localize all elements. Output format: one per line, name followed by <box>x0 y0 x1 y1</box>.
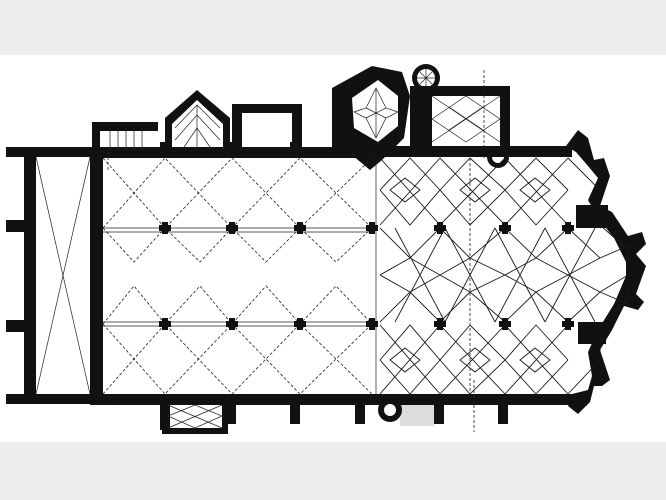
choir-south-net <box>379 324 569 395</box>
north-buttress-2 <box>226 142 236 158</box>
pier-core-7 <box>564 224 572 232</box>
south-aisle-vault-2 <box>102 323 373 395</box>
polygonal-chapel-walls <box>165 90 230 150</box>
pier-core-5 <box>436 224 444 232</box>
pier-core-3 <box>296 224 304 232</box>
choir-south-stars <box>389 347 551 373</box>
spiral-stair-steps <box>109 131 143 150</box>
apse-polygon-wall <box>566 130 646 414</box>
choir-vault <box>375 157 631 395</box>
south-buttress-3 <box>290 394 300 424</box>
pier-core-14 <box>564 320 572 328</box>
west-buttress-1 <box>6 220 28 232</box>
apse-north-pier <box>576 205 608 228</box>
porch-vault <box>167 404 223 429</box>
choir-north-net <box>379 157 569 226</box>
nave-vault-lower <box>102 285 373 325</box>
south-stair-core <box>384 404 396 416</box>
pier-core-6 <box>501 224 509 232</box>
south-porch <box>400 398 434 426</box>
south-buttress-2 <box>226 394 236 424</box>
vestry-east-wall <box>500 86 510 148</box>
choir-central-diamonds <box>379 257 629 293</box>
pier-core-8 <box>161 320 169 328</box>
star-vault-ribs <box>365 88 387 138</box>
choir-north-wall <box>372 146 572 157</box>
vestry-net-vault <box>431 95 501 143</box>
pier-core-4 <box>368 224 376 232</box>
pier-core-1 <box>161 224 169 232</box>
south-west-porch <box>162 404 228 434</box>
sacristy-north-wall <box>232 104 300 113</box>
west-buttress-2 <box>6 320 28 332</box>
choir-south-wall <box>380 394 575 405</box>
apse-south-pier <box>578 322 606 344</box>
pier-core-13 <box>501 320 509 328</box>
nave-south-wall <box>90 394 385 405</box>
north-aisle-vault-2 <box>102 157 373 229</box>
vestry-north-wall <box>410 86 510 96</box>
porch-east-wall <box>222 404 228 434</box>
narthex-south-wall <box>6 394 96 404</box>
north-chapels <box>92 90 302 152</box>
chapel-vault-ribs <box>174 104 221 151</box>
west-dash-marks <box>107 152 115 404</box>
pier-core-12 <box>436 320 444 328</box>
sacristy-east-wall <box>292 104 302 150</box>
stair-chapel-side <box>92 122 100 152</box>
pier-core-9 <box>228 320 236 328</box>
pier-core-10 <box>296 320 304 328</box>
pier-core-2 <box>228 224 236 232</box>
choir-south-buttress-2 <box>498 394 508 424</box>
choir-walls <box>372 130 646 432</box>
stair-chapel-top <box>92 122 158 131</box>
apse-ribs <box>567 157 629 395</box>
porch-south-wall <box>162 428 228 434</box>
vestry-west-wall <box>410 86 432 152</box>
sacristy-west-wall <box>232 104 242 150</box>
south-buttress-4 <box>355 394 365 424</box>
narthex <box>6 147 96 404</box>
narthex-west-wall <box>24 147 36 404</box>
stair-turret-steps <box>417 69 435 87</box>
porch-west-wall <box>162 404 168 434</box>
narthex-north-wall <box>6 147 96 157</box>
pier-core-11 <box>368 320 376 328</box>
piers <box>159 222 574 330</box>
choir-south-buttress-1 <box>434 394 444 424</box>
tower-chamber <box>352 80 398 142</box>
narthex-diagonal-2 <box>35 156 91 395</box>
nave-west-wall <box>90 147 103 405</box>
choir-north-stars <box>389 177 551 203</box>
